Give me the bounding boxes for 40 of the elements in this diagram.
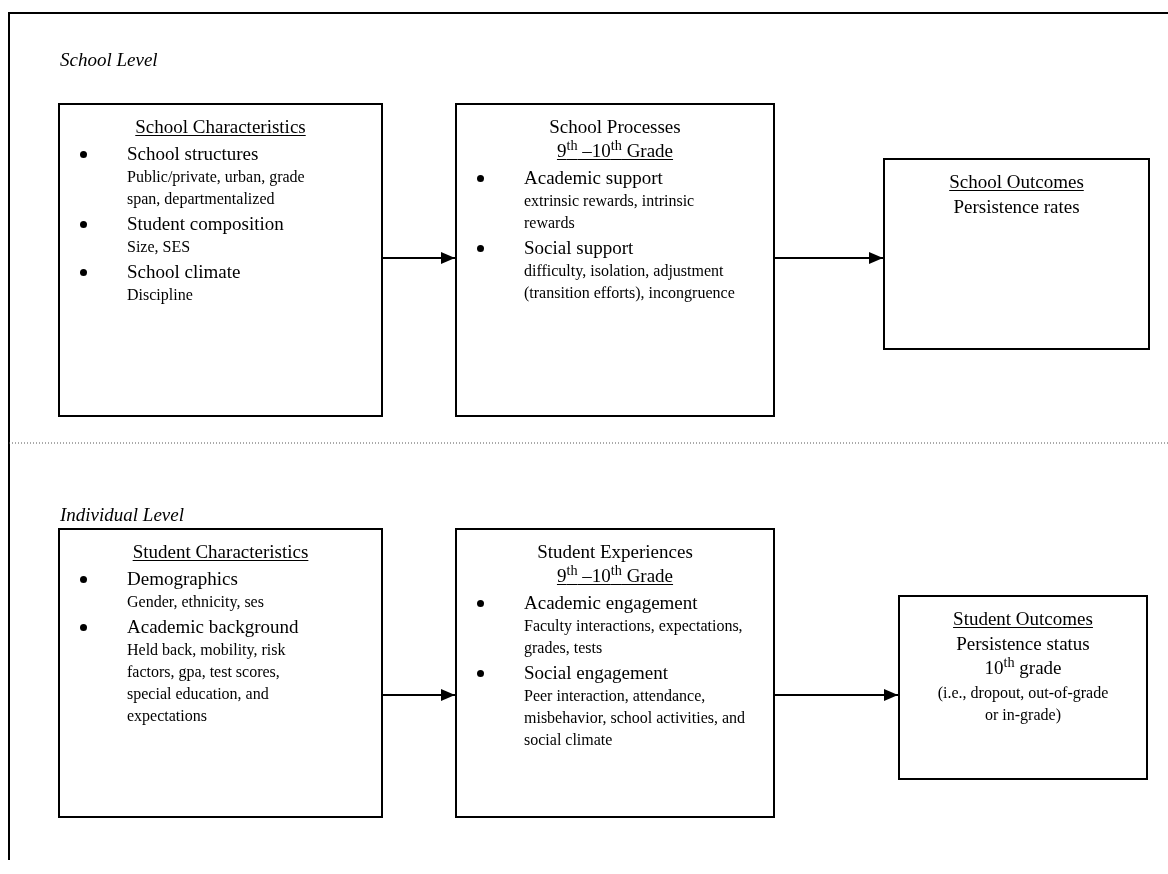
box-heading: Student Outcomes	[953, 608, 1093, 629]
concept-box	[455, 103, 775, 417]
item-detail: Size, SES	[127, 237, 192, 257]
box-text: Persistence rates	[952, 195, 1081, 219]
bullet-item: Social engagement	[524, 661, 670, 685]
item-detail: Public/private, urban, grade span, departmentalized	[127, 167, 306, 210]
item-detail: Held back, mobility, risk factors, gpa, test scores, special education, and expectations	[127, 640, 287, 727]
concept-box	[58, 103, 383, 417]
item-detail: Gender, ethnicity, ses	[127, 592, 265, 613]
concept-box	[883, 158, 1150, 350]
box-heading: Student Experiences	[536, 540, 694, 564]
box-heading: 9$^{th}$ –10$^{th}$ Grade	[556, 565, 674, 586]
box-heading: Student Characteristics	[132, 541, 309, 562]
concept-box	[898, 595, 1148, 780]
bullet-item: Academic background	[127, 615, 300, 639]
box-heading: 9$^{th}$ –10$^{th}$ Grade	[556, 140, 674, 161]
item-detail: Peer interaction, attendance, misbehavior, school activities, and social climate	[524, 686, 747, 750]
bullet-item: Student composition	[127, 212, 285, 236]
arrow	[382, 252, 456, 264]
box-text: 10$^{th}$ grade	[983, 656, 1063, 680]
bullet-item: School climate	[127, 260, 242, 284]
box-heading: School Characteristics	[135, 116, 306, 137]
bullet-item: Demographics	[127, 567, 239, 591]
bullet-item: School structures	[127, 142, 260, 166]
arrow	[774, 689, 899, 701]
box-note: (i.e., dropout, out-of-grade or in-grade)	[936, 683, 1110, 726]
item-detail: Discipline	[127, 285, 194, 306]
bullet-item: Social support	[524, 236, 635, 260]
level-heading: Individual Level	[60, 503, 184, 527]
box-heading: School Outcomes	[949, 171, 1084, 192]
item-detail: Faculty interactions, expectations, grades, tests	[524, 616, 744, 659]
level-heading: School Level	[60, 48, 158, 72]
concept-box	[58, 528, 383, 818]
item-detail: extrinsic rewards, intrinsic rewards	[524, 191, 696, 233]
arrow	[382, 689, 456, 701]
box-heading: School Processes	[548, 115, 682, 139]
concept-box	[455, 528, 775, 818]
arrow	[774, 252, 884, 264]
box-text: Persistence status	[955, 632, 1091, 656]
item-detail: difficulty, isolation, adjustment (transition efforts), incongruence	[524, 261, 736, 304]
